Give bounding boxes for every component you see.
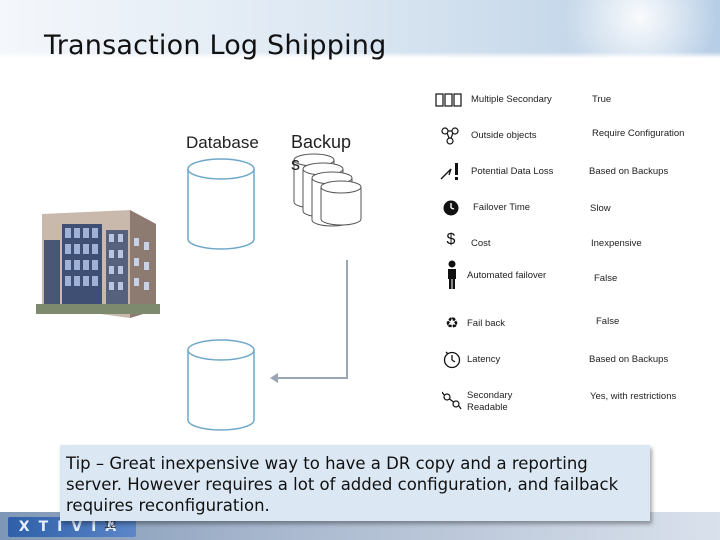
- header-glow: [520, 0, 720, 58]
- tip-text: Tip – Great inexpensive way to have a DR…: [66, 454, 619, 515]
- feature-value: False: [596, 316, 620, 327]
- feature-label: Outside objects: [471, 130, 537, 141]
- feature-value: Based on Backups: [589, 166, 669, 177]
- dollar-icon: $: [446, 231, 456, 248]
- backups-stack-icon: [293, 153, 362, 227]
- building-icon: [36, 210, 160, 318]
- feature-value: True: [592, 94, 612, 105]
- feature-label: Failover Time: [473, 202, 531, 213]
- primary-database-icon: [187, 158, 255, 250]
- feature-label: Secondary Readable: [467, 390, 513, 413]
- clock-icon: [439, 196, 463, 220]
- slide-title: Transaction Log Shipping: [44, 30, 387, 61]
- data-loss-icon: [438, 160, 462, 184]
- feature-label: Fail back: [467, 318, 506, 329]
- feature-value: Yes, with restrictions: [590, 391, 677, 402]
- secondary-database-icon: [187, 339, 255, 431]
- tip-box: Tip – Great inexpensive way to have a DR…: [60, 445, 650, 521]
- feature-value: Inexpensive: [591, 238, 642, 249]
- recycle-icon: ♻: [445, 315, 459, 332]
- page-number: 12: [104, 519, 117, 531]
- log-shipping-arrow-line: [278, 260, 348, 379]
- person-icon: [440, 260, 464, 290]
- feature-value: Require Configuration: [592, 128, 685, 139]
- network-icon: [438, 124, 462, 148]
- feature-value: Based on Backups: [589, 354, 669, 365]
- feature-value: Slow: [590, 203, 611, 214]
- servers-icon: [434, 88, 464, 112]
- log-shipping-arrow-head: [270, 373, 278, 383]
- feature-label: Cost: [471, 238, 491, 249]
- feature-label: Latency: [467, 354, 501, 365]
- feature-value: False: [594, 273, 618, 284]
- feature-label: Potential Data Loss: [471, 166, 554, 177]
- stopwatch-icon: [440, 347, 464, 371]
- glasses-icon: [440, 388, 464, 412]
- database-label: Database: [186, 133, 259, 152]
- backups-label: Backup s: [291, 132, 352, 174]
- company-logo: XTIVIA: [8, 517, 136, 537]
- feature-label: Automated failover: [467, 270, 547, 281]
- feature-label: Multiple Secondary: [471, 94, 552, 105]
